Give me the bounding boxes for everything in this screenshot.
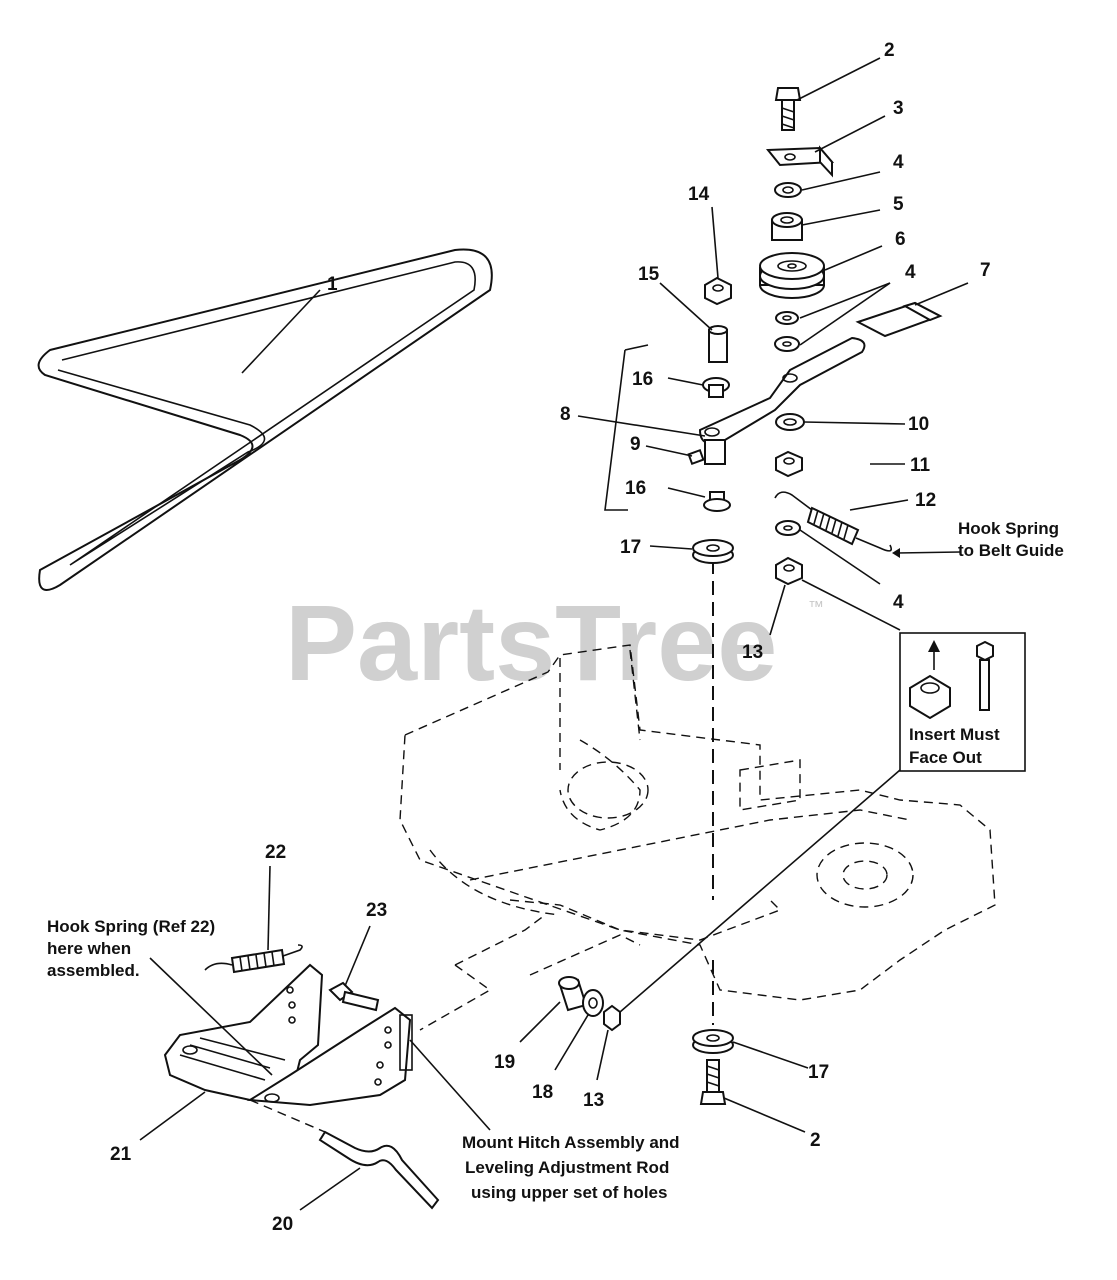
- nut-icon: [775, 450, 803, 478]
- notes: Hook Spring to Belt Guide Hook Spring (R…: [47, 519, 1064, 1202]
- callout-16: 16: [625, 478, 646, 499]
- spacer-washer-icon: [692, 539, 734, 564]
- note-mount-hitch-2: Leveling Adjustment Rod: [465, 1158, 669, 1177]
- note-hook-spring-ref-1: Hook Spring (Ref 22): [47, 917, 215, 936]
- spacer-tube-icon: [708, 325, 728, 363]
- callout-4: 4: [893, 152, 904, 173]
- mower-deck-icon: [399, 644, 996, 1001]
- bolt-icon: [699, 1059, 727, 1105]
- idler-pulley-icon: [759, 252, 825, 299]
- v-belt-icon: [37, 248, 493, 591]
- callout-4: 4: [893, 592, 904, 613]
- callout-2: 2: [884, 40, 895, 61]
- callout-21: 21: [110, 1144, 132, 1165]
- insert-note-line2: Face Out: [909, 748, 982, 767]
- callout-labels: 1 2 3 4 5 6 4 7 14 15 16 8 9 10 11 12 16…: [110, 40, 991, 1235]
- note-hook-spring-ref-3: assembled.: [47, 961, 140, 980]
- note-mount-hitch-3: using upper set of holes: [471, 1183, 667, 1202]
- callout-6: 6: [895, 229, 906, 250]
- callout-14: 14: [688, 184, 710, 205]
- spacer-icon: [558, 976, 588, 1012]
- callout-17: 17: [808, 1062, 829, 1083]
- spacer-washer-icon: [692, 1029, 734, 1054]
- callout-18: 18: [532, 1082, 553, 1103]
- nut-icon: [704, 276, 732, 306]
- extension-spring-icon: [774, 491, 893, 552]
- lock-nut-icon: [603, 1004, 621, 1032]
- watermark: PartsTree: [285, 582, 777, 703]
- hitch-bracket-icon: [163, 963, 413, 1107]
- belt-guide-pad-icon: [855, 301, 943, 338]
- extension-spring-icon: [204, 944, 303, 974]
- spacer-icon: [771, 212, 803, 241]
- note-hook-spring-ref-2: here when: [47, 939, 131, 958]
- lock-nut-icon: [775, 556, 803, 586]
- washer-icon: [582, 989, 604, 1017]
- callout-3: 3: [893, 98, 904, 119]
- watermark-trademark: ™: [808, 599, 824, 616]
- flange-bushing-icon: [703, 491, 731, 512]
- callout-11: 11: [910, 455, 931, 476]
- leader-lines: [139, 57, 969, 1211]
- callout-20: 20: [272, 1214, 293, 1235]
- callout-4: 4: [905, 262, 916, 283]
- callout-13: 13: [742, 642, 763, 663]
- bracket-icon: [765, 145, 835, 178]
- bolt-icon: [328, 981, 380, 1012]
- callout-9: 9: [630, 434, 641, 455]
- callout-13: 13: [583, 1090, 604, 1111]
- set-screw-icon: [687, 448, 705, 466]
- callout-7: 7: [980, 260, 991, 281]
- bushing-icon: [775, 413, 805, 431]
- insert-note-line1: Insert Must: [909, 725, 1000, 744]
- callout-8: 8: [560, 404, 571, 425]
- callout-10: 10: [908, 414, 929, 435]
- callout-22: 22: [265, 842, 286, 863]
- bolt-icon: [774, 87, 802, 131]
- callout-19: 19: [494, 1052, 515, 1073]
- note-mount-hitch-1: Mount Hitch Assembly and: [462, 1133, 680, 1152]
- washer-icon: [774, 182, 802, 198]
- leveling-rod-icon: [318, 1130, 440, 1210]
- callout-12: 12: [915, 490, 936, 511]
- note-hook-spring-belt-1: Hook Spring: [958, 519, 1059, 538]
- callout-1: 1: [327, 274, 338, 295]
- callout-16: 16: [632, 369, 653, 390]
- flange-bushing-icon: [702, 377, 730, 398]
- callout-15: 15: [638, 264, 660, 285]
- idler-arm-icon: [698, 336, 866, 465]
- callout-5: 5: [893, 194, 904, 215]
- note-hook-spring-belt-2: to Belt Guide: [958, 541, 1064, 560]
- insert-note-box: Insert Must Face Out: [899, 632, 1026, 772]
- callout-17: 17: [620, 537, 641, 558]
- callout-23: 23: [366, 900, 387, 921]
- callout-2: 2: [810, 1130, 821, 1151]
